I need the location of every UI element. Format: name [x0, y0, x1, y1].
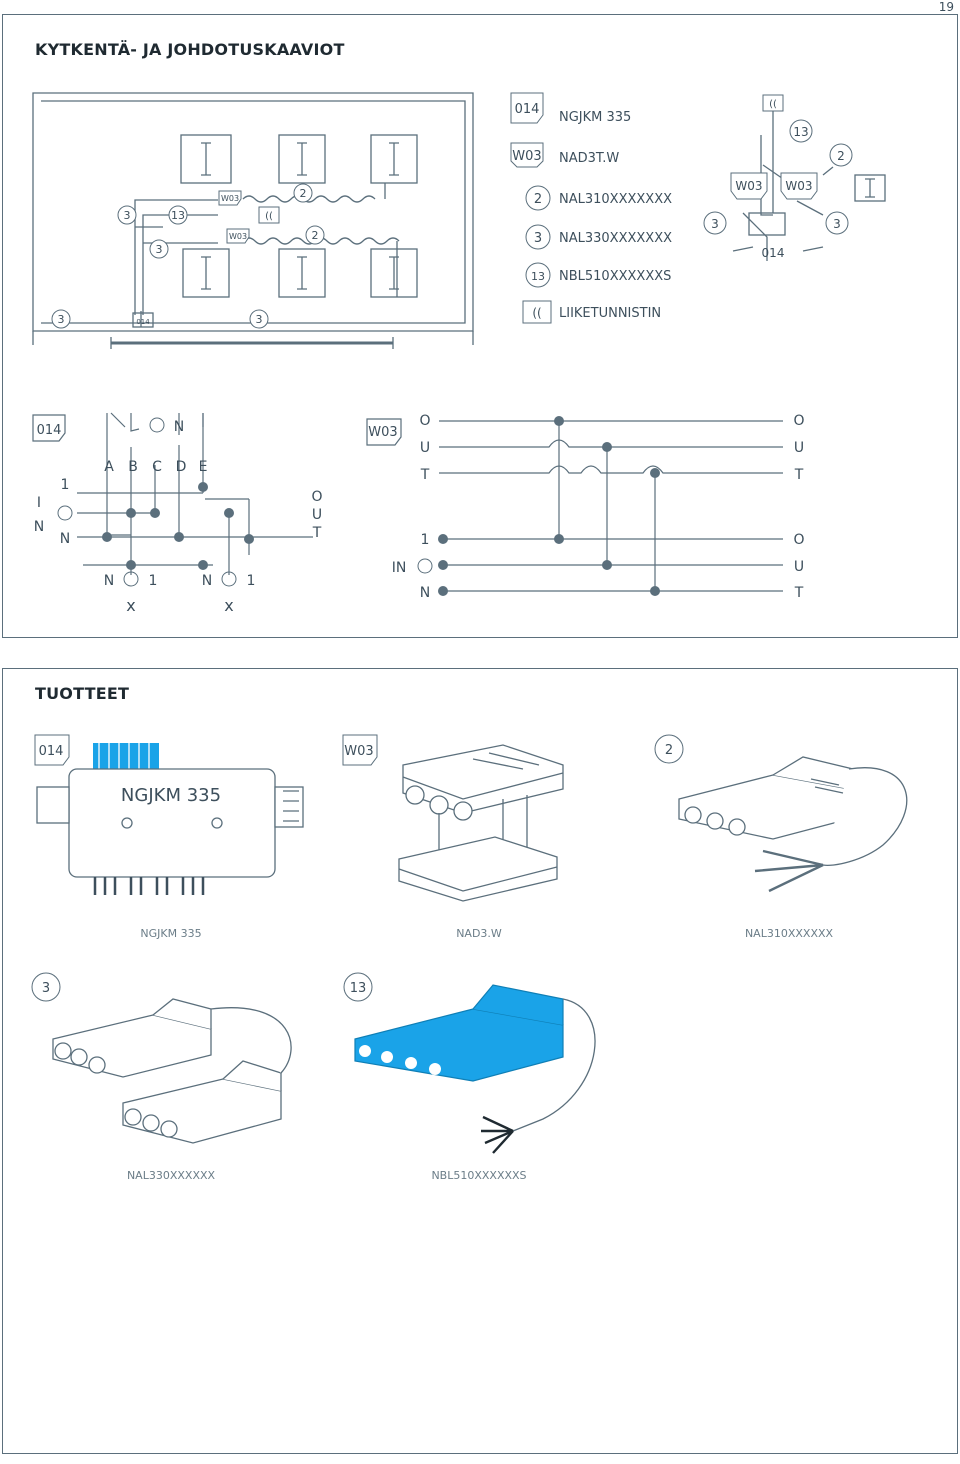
plan-tag-2a: 2 — [300, 187, 307, 200]
wiring-right-in-label: IN — [392, 560, 407, 576]
legend-tag-13: 13 — [531, 270, 545, 283]
wiring-right-tl-t: T — [420, 467, 430, 483]
products-title: TUOTTEET — [35, 684, 130, 703]
product-tag-13: 13 — [350, 981, 367, 996]
plan-tag-13: 13 — [171, 209, 185, 222]
legend-tag-sensor: (( — [532, 306, 541, 320]
caption-nal330: NAL330XXXXXX — [127, 1169, 216, 1182]
wiring-right-in-1: 1 — [421, 532, 430, 548]
wiring-left-out-o: O — [311, 489, 322, 505]
wiring-left-in-i: I — [37, 495, 41, 511]
detail-tag-3b: 3 — [833, 217, 841, 231]
wiring-left-letter-a: A — [104, 459, 114, 475]
plan-tag-w03b: W03 — [229, 232, 247, 241]
wiring-left-br-1: 1 — [247, 573, 256, 589]
plan-tag-3d: 3 — [256, 313, 263, 326]
detail-tag-3a: 3 — [711, 217, 719, 231]
wiring-right-tl-u: U — [420, 440, 430, 456]
legend-text-13: NBL510XXXXXXS — [559, 269, 671, 284]
nal330-image — [52, 998, 292, 1144]
plan-tag-014: 014 — [136, 318, 150, 326]
wiring-left-out-u: U — [312, 507, 322, 523]
caption-nad3w: NAD3.W — [456, 927, 502, 940]
wiring-left-letter-b: B — [128, 459, 138, 475]
legend-text-3: NAL330XXXXXXX — [559, 231, 672, 246]
section-title: KYTKENTÄ- JA JOHDOTUSKAAVIOT — [35, 40, 345, 59]
wiring-right-tl-o: O — [419, 413, 430, 429]
products-panel: TUOTTEET 014 W03 2 3 13 NGJKM 335 — [2, 668, 958, 1454]
wiring-right-tr-o: O — [793, 413, 804, 429]
product-tag-014: 014 — [39, 744, 64, 759]
detail-tag-2: 2 — [837, 149, 845, 163]
legend-tag-2: 2 — [534, 192, 542, 207]
wiring-right-tr-t: T — [794, 467, 804, 483]
legend-text-2: NAL310XXXXXXX — [559, 192, 672, 207]
plan-tag-3c: 3 — [58, 313, 65, 326]
nad3w-image — [398, 744, 564, 902]
detail-tag-w03a: W03 — [735, 179, 762, 193]
detail-tag-014: 014 — [762, 246, 785, 260]
nbl510-image — [354, 984, 596, 1154]
wiring-right-tag: W03 — [368, 425, 397, 440]
wiring-right-in-n: N — [420, 585, 430, 601]
wiring-left-in-n: N — [34, 519, 44, 535]
wiring-left-bl-1: 1 — [149, 573, 158, 589]
wiring-left-letter-d: D — [176, 459, 187, 475]
wiring-left-in-1: 1 — [61, 477, 70, 493]
products-svg: 014 W03 2 3 13 NGJKM 335 — [31, 734, 908, 1182]
ngjkm-body-label: NGJKM 335 — [121, 785, 221, 806]
wiring-right-br-u: U — [794, 559, 804, 575]
detail-tag-w03b: W03 — [785, 179, 812, 193]
legend-text-014: NGJKM 335 — [559, 110, 631, 125]
ngjkm-335-image — [36, 743, 304, 895]
wiring-diagrams-svg: 3 13 W03 2 (( 3 W03 2 3 014 3 014 NGJKM … — [32, 92, 886, 615]
wiring-diagrams-panel: KYTKENTÄ- JA JOHDOTUSKAAVIOT — [2, 14, 958, 638]
wiring-right-br-o: O — [793, 532, 804, 548]
caption-ngjkm: NGJKM 335 — [140, 927, 201, 940]
wiring-left-tag: 014 — [37, 423, 62, 438]
wiring-left-out-t: T — [312, 525, 322, 541]
nal310-image — [678, 756, 908, 893]
wiring-left-letter-e: E — [199, 459, 208, 475]
product-tag-w03: W03 — [344, 744, 373, 759]
plan-tag-3b: 3 — [156, 243, 163, 256]
legend-text-w03: NAD3T.W — [559, 151, 619, 166]
caption-nal310: NAL310XXXXXX — [745, 927, 834, 940]
plan-tag-w03a: W03 — [221, 194, 239, 203]
legend-text-sensor: LIIKETUNNISTIN — [559, 306, 661, 321]
plan-tag-2b: 2 — [312, 229, 319, 242]
page-number: 19 — [938, 0, 954, 14]
legend-tag-3: 3 — [534, 231, 542, 246]
product-tag-3: 3 — [42, 981, 50, 996]
wiring-left-top-n: N — [174, 419, 184, 435]
wiring-left-cross-a: x — [126, 596, 135, 615]
wiring-left-cross-b: x — [224, 596, 233, 615]
wiring-left-letter-c: C — [152, 459, 162, 475]
detail-tag-13: 13 — [793, 125, 808, 139]
wiring-left-bl-n: N — [104, 573, 114, 589]
plan-tag-3a: 3 — [124, 209, 131, 222]
caption-nbl510: NBL510XXXXXXS — [431, 1169, 526, 1182]
legend-tag-w03: W03 — [512, 149, 541, 164]
wiring-left-br-n: N — [202, 573, 212, 589]
detail-tag-sensor: (( — [769, 99, 777, 110]
legend-tag-014: 014 — [515, 102, 540, 117]
plan-tag-sensor: (( — [265, 211, 273, 222]
wiring-right-br-t: T — [794, 585, 804, 601]
product-tag-2: 2 — [665, 743, 673, 758]
wiring-left-in-n2: N — [60, 531, 70, 547]
wiring-right-tr-u: U — [794, 440, 804, 456]
